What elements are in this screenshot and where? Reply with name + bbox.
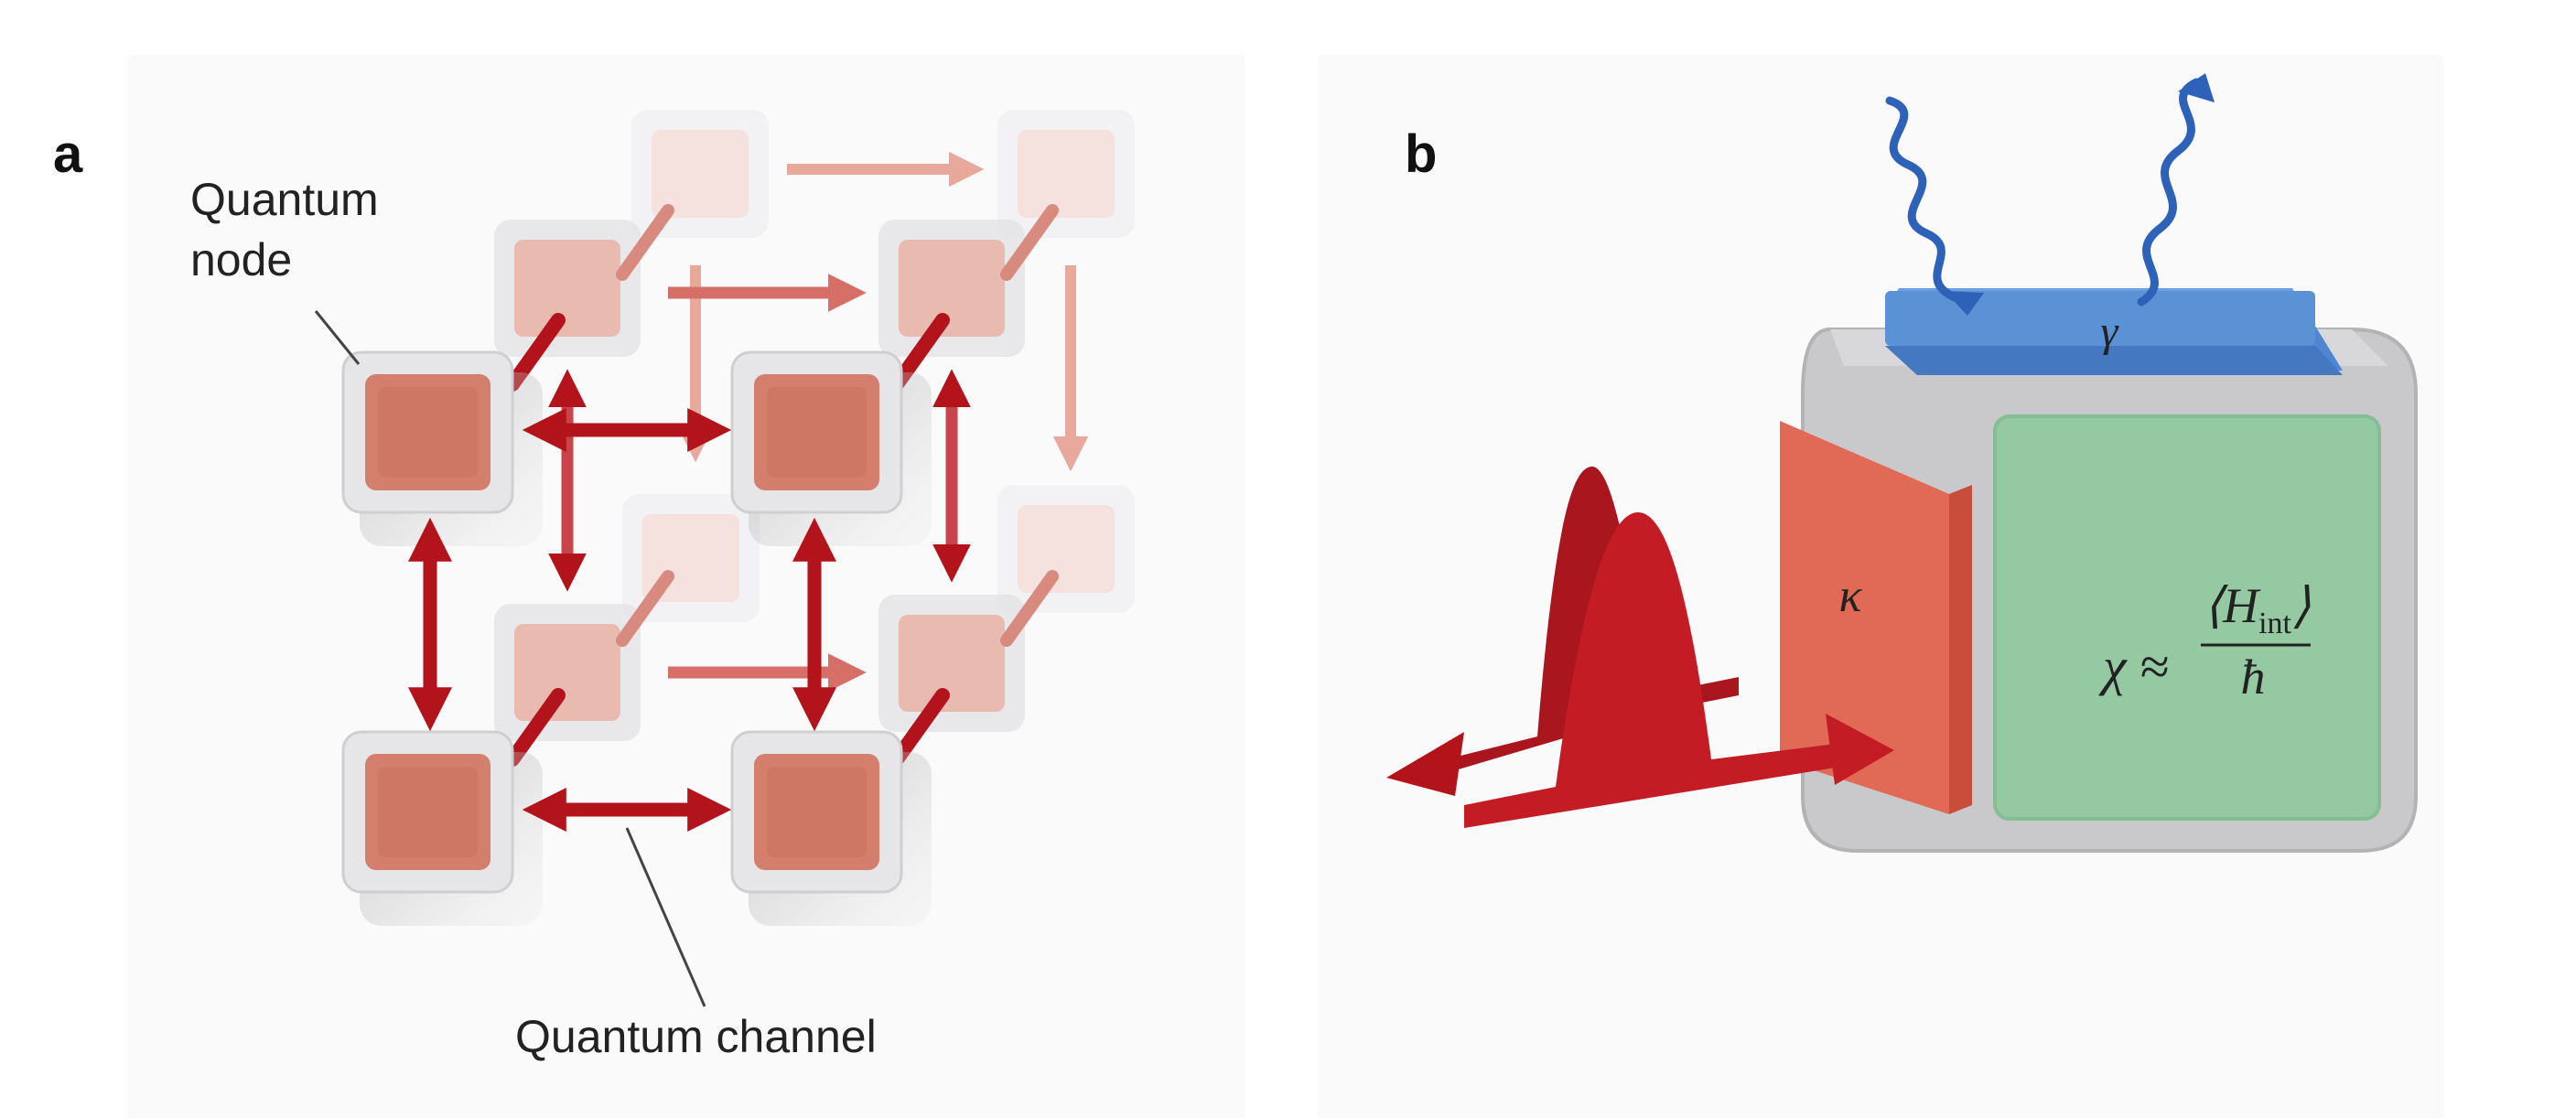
panel-a-letter: a (53, 124, 82, 185)
h-int-open: ⟨H (2204, 578, 2261, 633)
chi-symbol: χ ≈ (2098, 637, 2169, 696)
quantum-node-mid-3 (494, 604, 641, 741)
quantum-node-front-4 (732, 732, 932, 926)
h-int-numerator: ⟨Hint⟩ (2204, 578, 2311, 640)
quantum-node-mid-1 (494, 220, 641, 357)
outgoing-pulse-arrowhead (1386, 732, 1464, 796)
chi-plate (1995, 416, 2379, 819)
hbar-denominator: ħ (2241, 650, 2266, 704)
quantum-channel-label: Quantum channel (515, 1006, 877, 1067)
quantum-node-front-3 (343, 732, 543, 926)
incoming-photon-icon (1890, 101, 1967, 302)
node-leader-line (316, 311, 359, 364)
quantum-node-label: Quantum node (190, 169, 379, 290)
quantum-node-front-1 (343, 352, 543, 546)
kappa-label: κ (1839, 570, 1863, 622)
gamma-label: γ (2101, 307, 2119, 356)
quantum-node-back-1 (631, 110, 769, 238)
h-int-close: ⟩ (2291, 578, 2311, 633)
outgoing-photon-icon (2141, 82, 2196, 302)
quantum-node-back-2 (997, 110, 1135, 238)
quantum-node-mid-2 (878, 220, 1025, 357)
quantum-node-back-4 (997, 485, 1135, 613)
panel-b-letter: b (1405, 124, 1437, 185)
channel-leader-line (627, 828, 705, 1006)
h-int-subscript: int (2258, 607, 2291, 640)
photon-wave-arrows (1890, 73, 2215, 316)
quantum-node-mid-4 (878, 595, 1025, 732)
quantum-node-front-2 (732, 352, 932, 546)
